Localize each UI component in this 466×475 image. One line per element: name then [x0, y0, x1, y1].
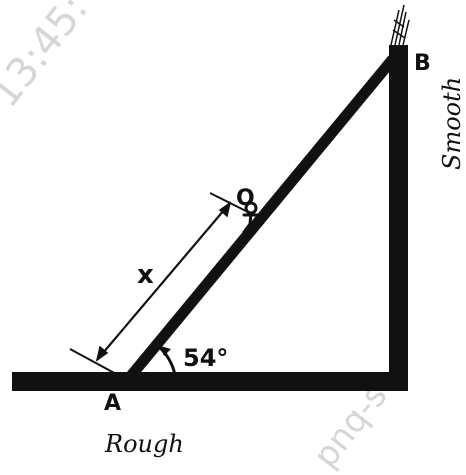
dimension-arrowhead-lower — [95, 345, 109, 362]
angle-arc — [156, 344, 178, 384]
person-figure — [242, 201, 260, 234]
dimension-tick-lower — [69, 348, 119, 376]
watermark-top-left: 13:45: — [0, 0, 97, 116]
angle-arrowhead — [160, 346, 171, 356]
ladder — [119, 54, 398, 389]
dimension-arrow-line — [96, 202, 231, 361]
floor — [12, 372, 408, 391]
angle-label: 54° — [183, 344, 228, 372]
wall-top-hatching — [390, 4, 410, 46]
floor-surface-label: Rough — [104, 430, 184, 458]
point-a-label: A — [104, 391, 121, 416]
distance-dimension — [69, 192, 253, 376]
wall-surface-label: Smooth — [438, 77, 466, 170]
point-o-label: O — [236, 186, 255, 211]
vertical-wall — [389, 45, 408, 385]
dimension-arrowhead-upper — [218, 201, 232, 218]
distance-label: x — [137, 260, 154, 290]
point-b-label: B — [414, 51, 431, 76]
